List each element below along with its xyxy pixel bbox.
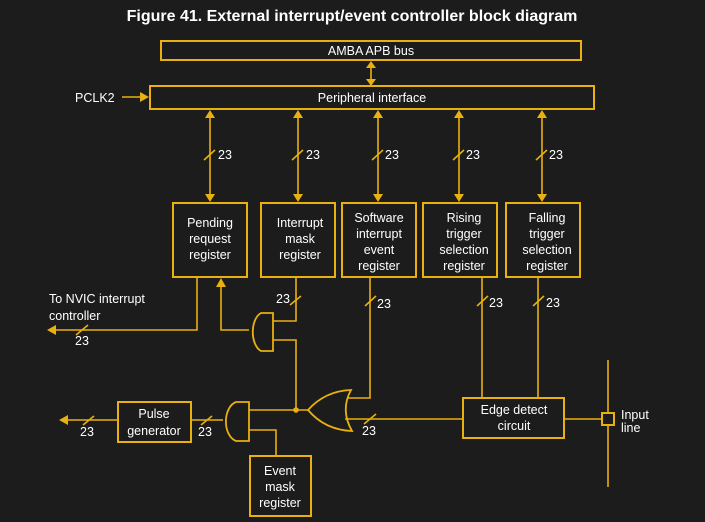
svg-text:request: request (189, 232, 231, 246)
bus-width-label: 23 (218, 148, 232, 162)
nvic-arrow-head (47, 325, 56, 335)
event-output-path: 23 (59, 415, 118, 439)
and-gate-upper (251, 312, 274, 352)
input-line-label-2: line (621, 421, 641, 435)
svg-text:mask: mask (265, 480, 296, 494)
svg-text:selection: selection (522, 243, 571, 257)
bus-width-label: 23 (80, 425, 94, 439)
link-rising: 23 (452, 110, 480, 202)
and-to-pulse-path: 23 (191, 415, 223, 439)
register-links: 23 23 23 23 23 (203, 110, 563, 202)
link-software: 23 (371, 110, 399, 202)
bus-width-label: 23 (546, 296, 560, 310)
nvic-output-path: 23 To NVIC interrupt controller (47, 277, 198, 348)
svg-text:generator: generator (127, 424, 181, 438)
pending-request-register: Pending request register (172, 202, 248, 278)
upper-and-gate-path: 23 (216, 277, 302, 410)
svg-text:trigger: trigger (529, 227, 564, 241)
bus-width-label: 23 (276, 292, 290, 306)
and-gate-lower (225, 401, 250, 442)
pulse-generator: Pulse generator (117, 401, 192, 443)
svg-text:selection: selection (439, 243, 488, 257)
bus-width-label: 23 (362, 424, 376, 438)
arrow-head-down (366, 79, 376, 86)
svg-text:interrupt: interrupt (356, 227, 402, 241)
svg-text:Edge detect: Edge detect (481, 403, 548, 417)
svg-text:Event: Event (264, 464, 296, 478)
svg-text:Falling: Falling (529, 211, 566, 225)
peripheral-interface-label: Peripheral interface (318, 91, 426, 105)
bus-width-label: 23 (377, 297, 391, 311)
edge-to-or-path: 23 (345, 413, 463, 438)
bus-width-label: 23 (75, 334, 89, 348)
nvic-label-line2: controller (49, 309, 100, 323)
interrupt-mask-register: Interrupt mask register (260, 202, 336, 278)
nvic-label-line1: To NVIC interrupt (49, 292, 145, 306)
svg-text:Software: Software (354, 211, 403, 225)
svg-text:trigger: trigger (446, 227, 481, 241)
rising-trigger-selection-register: Rising trigger selection register (422, 202, 498, 278)
junction-dot (293, 407, 299, 413)
amba-apb-bus-label: AMBA APB bus (328, 44, 414, 58)
bus-width-label: 23 (306, 148, 320, 162)
svg-text:mask: mask (285, 232, 316, 246)
svg-text:register: register (358, 259, 400, 273)
link-interrupt-mask: 23 (291, 110, 320, 202)
input-pin (601, 412, 615, 426)
trigger-to-edge-paths: 23 23 (476, 277, 560, 398)
event-output-arrow-head (59, 415, 68, 425)
bus-width-label: 23 (198, 425, 212, 439)
svg-text:register: register (526, 259, 568, 273)
svg-text:Pending: Pending (187, 216, 233, 230)
svg-text:Interrupt: Interrupt (277, 216, 324, 230)
figure-title: Figure 41. External interrupt/event cont… (127, 8, 578, 25)
svg-text:Rising: Rising (447, 211, 482, 225)
svg-text:circuit: circuit (498, 419, 531, 433)
pending-input-arrow-head (216, 278, 226, 287)
svg-text:event: event (364, 243, 395, 257)
falling-trigger-selection-register: Falling trigger selection register (505, 202, 581, 278)
bus-width-label: 23 (466, 148, 480, 162)
pclk2-label: PCLK2 (75, 91, 115, 105)
pclk2-arrow-head (140, 92, 149, 102)
input-line: Input line (564, 360, 649, 487)
svg-text:register: register (259, 496, 301, 510)
event-mask-register: Event mask register (249, 455, 312, 517)
bus-width-label: 23 (549, 148, 563, 162)
bus-width-label: 23 (489, 296, 503, 310)
software-interrupt-event-register: Software interrupt event register (341, 202, 417, 278)
input-line-label-1: Input (621, 408, 649, 422)
svg-text:register: register (279, 248, 321, 262)
svg-text:register: register (443, 259, 485, 273)
event-mask-path (249, 429, 277, 456)
bus-width-label: 23 (385, 148, 399, 162)
edge-detect-circuit: Edge detect circuit (462, 397, 565, 439)
svg-text:register: register (189, 248, 231, 262)
or-gate (306, 389, 354, 432)
link-falling: 23 (535, 110, 563, 202)
arrow-head-up (366, 61, 376, 68)
link-pending: 23 (203, 110, 232, 202)
amba-apb-bus-block (160, 40, 582, 61)
svg-text:Pulse: Pulse (138, 407, 169, 421)
peripheral-interface-block (149, 85, 595, 110)
software-to-or-path: 23 (345, 277, 391, 399)
